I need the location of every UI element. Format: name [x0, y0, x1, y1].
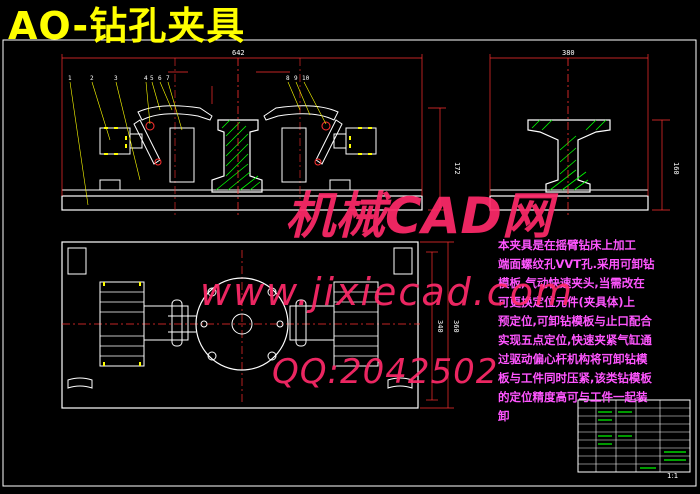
- front-right-support: [281, 127, 307, 183]
- note-line: 的定位精度高可与工件一起装: [498, 390, 648, 404]
- plan-right-lever: [295, 299, 307, 347]
- part-number: 8: [286, 75, 290, 82]
- dim-side-width: 380: [562, 49, 575, 57]
- drawing-title: AO-钻孔夹具: [8, 4, 246, 48]
- plan-left-marks: [103, 282, 141, 366]
- plan-bolt-holes: [200, 287, 284, 361]
- dim-side-height: 160: [672, 162, 680, 175]
- front-right-pivot: [321, 121, 331, 131]
- plan-base-plate: [61, 241, 419, 409]
- front-left-pin: [154, 158, 162, 166]
- part-number: 10: [302, 75, 310, 82]
- plan-slot-tr: [393, 247, 413, 275]
- watermark-qq: QQ:2042502: [272, 352, 499, 392]
- front-right-cyl-marks: [349, 127, 372, 155]
- drawing-border: [2, 39, 697, 487]
- plan-slot-bl: [67, 377, 93, 389]
- front-foot-right: [329, 179, 351, 191]
- note-line: 可更换定位元件(夹具体)上: [498, 295, 636, 309]
- part-number: 5: [150, 75, 154, 82]
- side-center-body: [527, 119, 611, 193]
- design-note: 本夹具是在摇臂钻床上加工端面螺纹孔VVT孔.采用可卸钻模板,气动快速夹头,当需改…: [498, 236, 678, 426]
- note-line: 预定位,可卸钻模板与止口配合: [498, 314, 652, 328]
- front-right-arm: [263, 105, 339, 121]
- part-number: 3: [114, 75, 118, 82]
- side-center-hatch: [531, 119, 607, 191]
- front-right-cylinder: [345, 127, 377, 155]
- front-left-support: [169, 127, 195, 183]
- note-line: 卸: [498, 409, 510, 423]
- front-right-link: [315, 119, 343, 165]
- title-block-text-strokes: [598, 411, 686, 469]
- plan-left-fins: [100, 291, 144, 357]
- dim-plan-inner: 340: [436, 320, 444, 333]
- plan-left-lever: [171, 299, 183, 347]
- plan-slot-tl: [67, 247, 87, 275]
- front-right-piston: [333, 133, 347, 149]
- part-number: 1: [68, 75, 72, 82]
- front-center-body: [211, 119, 263, 193]
- part-number: 9: [294, 75, 298, 82]
- title-block-grid: [578, 400, 690, 472]
- part-number: 7: [166, 75, 170, 82]
- note-line: 本夹具是在摇臂钻床上加工: [498, 238, 636, 252]
- front-left-link: [133, 119, 161, 165]
- front-leader-lines: [69, 81, 327, 206]
- front-foot-left: [99, 179, 121, 191]
- front-left-arm: [137, 105, 213, 121]
- side-dim-lines: [489, 54, 670, 211]
- plan-center-bore: [231, 313, 253, 335]
- scale-label: 1:1: [667, 472, 679, 480]
- note-line: 模板,气动快速夹头,当需改在: [498, 276, 645, 290]
- plan-slot-br: [387, 377, 413, 389]
- front-base-plate: [61, 195, 423, 211]
- dim-front-height: 172: [453, 162, 461, 175]
- note-line: 过驱动偏心杆机构将可卸钻模: [498, 352, 648, 366]
- plan-left-rod: [143, 305, 189, 341]
- plan-dim-lines: [420, 241, 454, 409]
- plan-view: [61, 241, 454, 409]
- dimension-labels: 642 380 172 160 340 360: [232, 49, 680, 333]
- front-dim-lines: [61, 54, 446, 211]
- watermark-brand: 机械CAD网: [285, 187, 552, 245]
- note-line: 板与工件同时压紧,该类钻模板: [498, 371, 652, 385]
- front-left-cylinder: [99, 127, 131, 155]
- part-number: 2: [90, 75, 94, 82]
- side-base: [489, 195, 649, 211]
- front-view: [61, 54, 446, 215]
- title-block: [577, 399, 691, 473]
- title-block-frame: [577, 399, 691, 473]
- note-line: 实现五点定位,快速夹紧气缸通: [498, 333, 652, 347]
- front-right-pin: [314, 158, 322, 166]
- plan-center-disk: [195, 277, 289, 371]
- plan-right-fins: [334, 291, 378, 357]
- dim-plan-outer: 360: [452, 320, 460, 333]
- plan-right-rod: [289, 305, 335, 341]
- note-line: 端面螺纹孔VVT孔.采用可卸钻: [498, 257, 655, 271]
- dim-overall-length: 642: [232, 49, 245, 57]
- part-number: 4: [144, 75, 148, 82]
- part-number: 6: [158, 75, 162, 82]
- front-left-piston: [129, 133, 143, 149]
- watermark-site: www.jixiecad.com: [200, 270, 574, 314]
- side-view: [489, 54, 670, 215]
